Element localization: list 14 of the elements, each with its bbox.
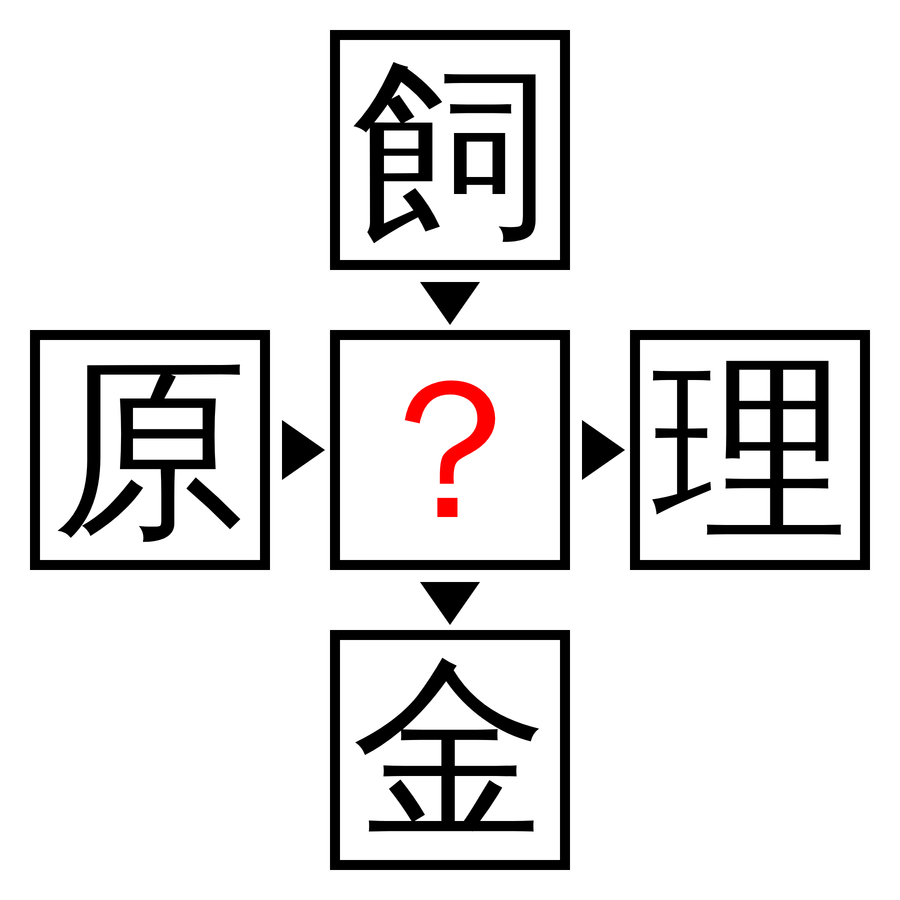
character-text: 金: [352, 652, 548, 848]
arrow: [282, 420, 325, 480]
arrow: [420, 582, 480, 625]
arrow: [420, 282, 480, 325]
character-box: [30, 330, 270, 570]
character-box: [630, 330, 870, 570]
character-box: [330, 30, 570, 270]
character-box: [330, 330, 570, 570]
character-text: ？: [352, 352, 548, 548]
arrow: [582, 420, 625, 480]
character-text: 飼: [352, 52, 548, 248]
character-box: [330, 630, 570, 870]
character-text: 原: [52, 352, 248, 548]
character-text: 理: [652, 352, 848, 548]
